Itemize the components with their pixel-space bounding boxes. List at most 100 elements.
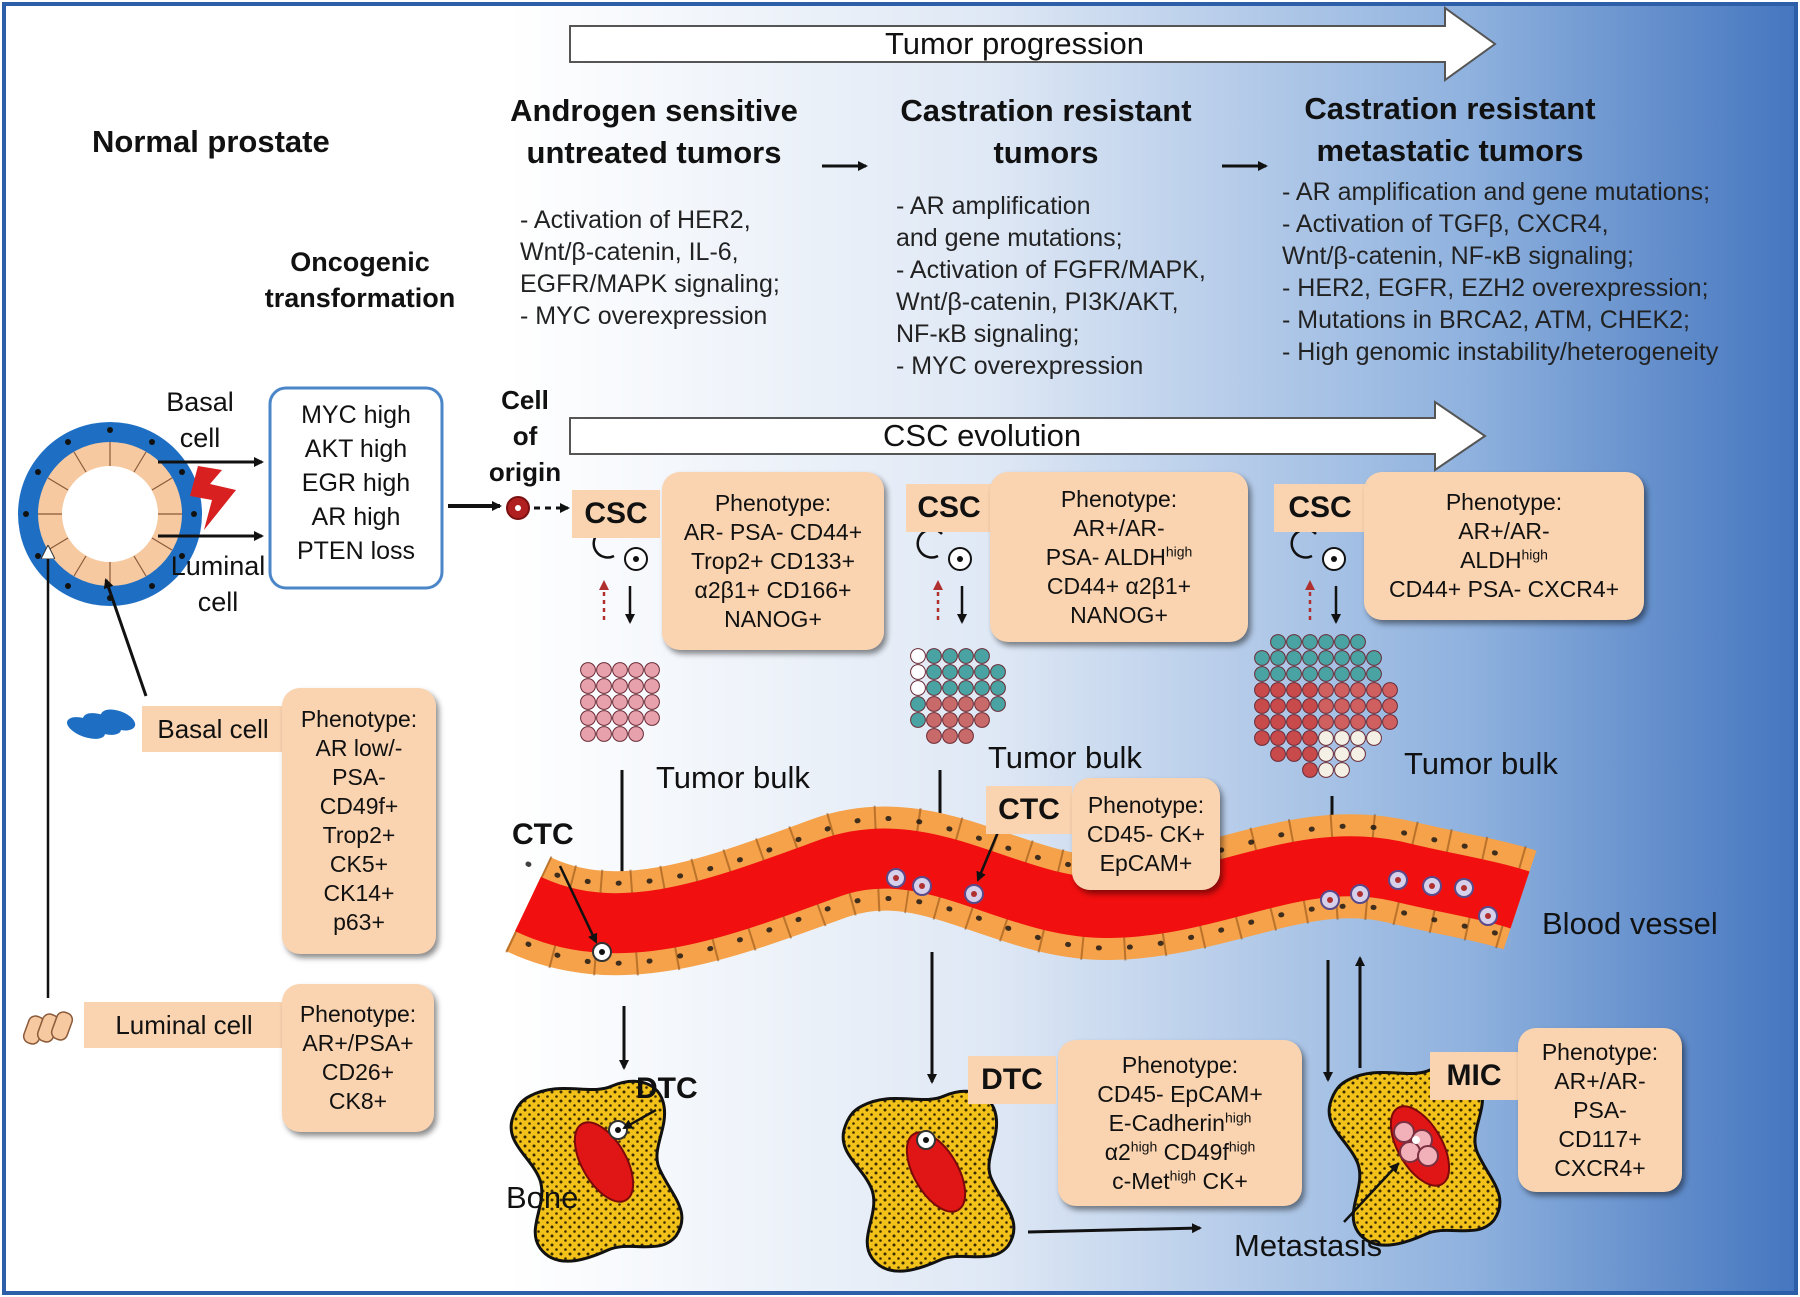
tumor-cell — [1286, 714, 1302, 730]
bone-icon-3 — [1327, 1063, 1502, 1247]
tumor-cell — [1286, 698, 1302, 714]
tumor-progression-arrow — [569, 6, 1497, 82]
tumor-cell — [926, 696, 942, 712]
tumor-cell — [628, 726, 644, 742]
tumor-cell — [1334, 730, 1350, 746]
luminal-cell-label: Luminal cell — [84, 1002, 284, 1048]
tumor-cell — [612, 710, 628, 726]
ctc-phenotype-box: Phenotype: CD45- CK+ EpCAM+ — [1072, 778, 1220, 890]
tumor-cell — [1254, 666, 1270, 682]
tumor-cell — [596, 662, 612, 678]
tumor-bulk-3-icon — [1254, 634, 1398, 778]
csc-label-3: CSC — [1274, 484, 1366, 532]
tumor-cell — [1286, 634, 1302, 650]
tumor-cell — [612, 694, 628, 710]
tumor-cell — [1302, 666, 1318, 682]
tumor-cell — [1254, 730, 1270, 746]
tumor-cell — [942, 680, 958, 696]
basal-cell-phenotype-box: Phenotype: AR low/- PSA- CD49f+ Trop2+ C… — [282, 688, 436, 954]
blood-vessel-icon — [505, 805, 1537, 977]
tumor-cell — [1270, 730, 1286, 746]
basal-cell-arrow-label: Basal cell — [166, 387, 234, 453]
tumor-cell — [1318, 762, 1334, 778]
tumor-cell — [1318, 698, 1334, 714]
tumor-cell — [644, 710, 660, 726]
tumor-cell — [1302, 682, 1318, 698]
tumor-cell — [1270, 682, 1286, 698]
stage-2-title: Castration resistant tumors — [900, 93, 1192, 170]
tumor-cell — [580, 678, 596, 694]
tumor-cell — [1350, 746, 1366, 762]
tumor-cell — [1334, 698, 1350, 714]
tumor-cell — [1318, 714, 1334, 730]
csc-self-renewal-icon-3 — [1290, 528, 1346, 624]
tumor-cell — [628, 662, 644, 678]
tumor-cell — [1302, 762, 1318, 778]
dtc-label: DTC — [968, 1056, 1056, 1104]
tumor-cell — [1254, 714, 1270, 730]
tumor-cell — [1318, 682, 1334, 698]
cell-of-origin-label: Cell of origin — [488, 385, 562, 487]
tumor-cell — [1318, 666, 1334, 682]
tumor-cell — [596, 678, 612, 694]
tumor-cell — [1318, 746, 1334, 762]
tumor-cell — [942, 728, 958, 744]
tumor-cell — [1366, 730, 1382, 746]
prostate-gland-icon — [18, 422, 202, 606]
tumor-cell — [1382, 682, 1398, 698]
tumor-cell — [628, 694, 644, 710]
tumor-cell — [1366, 650, 1382, 666]
tumor-bulk-2-icon — [910, 648, 1006, 744]
tumor-cell — [910, 680, 926, 696]
tumor-cell — [942, 664, 958, 680]
tumor-cell — [1350, 666, 1366, 682]
tumor-cell — [580, 662, 596, 678]
tumor-cell — [644, 678, 660, 694]
stage-1-title: Androgen sensitive untreated tumors — [510, 93, 798, 170]
tumor-cell — [612, 662, 628, 678]
csc-label-1: CSC — [572, 490, 660, 538]
tumor-cell — [926, 728, 942, 744]
tumor-cell — [958, 680, 974, 696]
tumor-cell — [1366, 682, 1382, 698]
tumor-cell — [1302, 698, 1318, 714]
tumor-cell — [1318, 634, 1334, 650]
tumor-bulk-1-icon — [580, 662, 660, 742]
tumor-cell — [958, 712, 974, 728]
csc-evolution-arrow — [569, 400, 1487, 472]
tumor-bulk-label-1: Tumor bulk — [656, 760, 810, 795]
tumor-cell — [596, 726, 612, 742]
tumor-cell — [1286, 650, 1302, 666]
tumor-cell — [990, 664, 1006, 680]
tumor-bulk-label-2: Tumor bulk — [988, 740, 1142, 775]
tumor-cell — [1334, 762, 1350, 778]
tumor-cell — [910, 712, 926, 728]
marker-item: PTEN loss — [296, 537, 416, 565]
dtc-label-left: DTC — [636, 1072, 698, 1105]
tumor-cell — [1366, 666, 1382, 682]
tumor-cell — [1318, 730, 1334, 746]
csc-phenotype-box-3: Phenotype: AR+/AR- ALDHhigh CD44+ PSA- C… — [1364, 472, 1644, 620]
tumor-cell — [1350, 714, 1366, 730]
stage-2-features: - AR amplification and gene mutations; -… — [896, 192, 1206, 380]
tumor-cell — [926, 664, 942, 680]
tumor-cell — [1270, 650, 1286, 666]
marker-item: AKT high — [304, 435, 408, 463]
luminal-cell-arrow-label: Luminal cell — [170, 551, 266, 617]
marker-item: AR high — [311, 503, 401, 531]
tumor-cell — [644, 662, 660, 678]
csc-phenotype-box-2: Phenotype: AR+/AR- PSA- ALDHhigh CD44+ α… — [990, 472, 1248, 642]
tumor-cell — [990, 680, 1006, 696]
tumor-cell — [1302, 650, 1318, 666]
tumor-cell — [1334, 634, 1350, 650]
marker-item: MYC high — [301, 401, 411, 429]
metastasis-label: Metastasis — [1234, 1228, 1383, 1263]
luminal-cell-phenotype-box: Phenotype: AR+/PSA+ CD26+ CK8+ — [282, 984, 434, 1132]
tumor-cell — [580, 710, 596, 726]
tumor-cell — [1270, 714, 1286, 730]
dtc-phenotype-box: Phenotype: CD45- EpCAM+ E-Cadherinhigh α… — [1058, 1040, 1302, 1206]
bone-label: Bone — [506, 1180, 579, 1215]
tumor-cell — [1270, 746, 1286, 762]
tumor-cell — [1254, 682, 1270, 698]
